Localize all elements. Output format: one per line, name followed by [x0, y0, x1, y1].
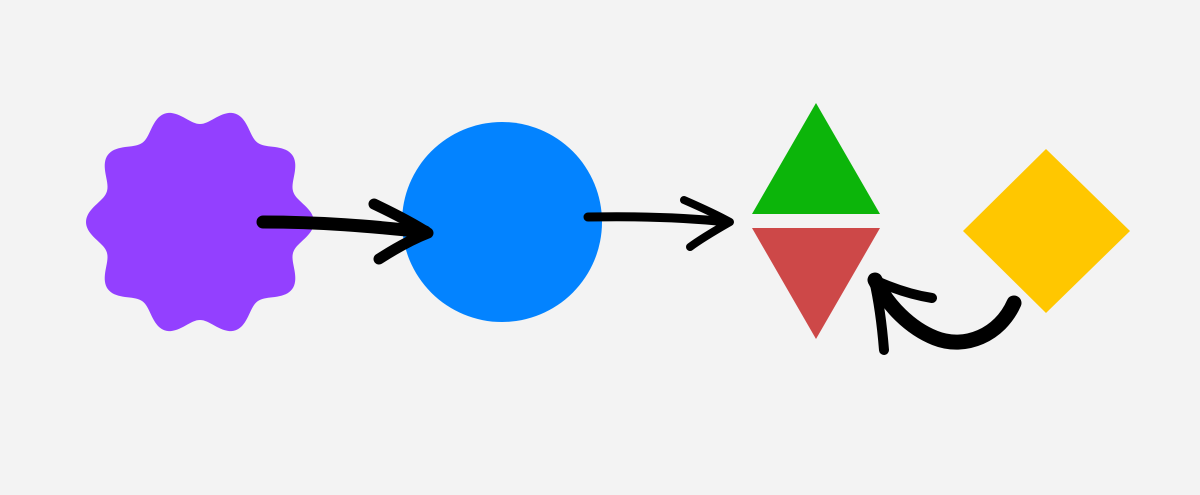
blue-circle — [402, 122, 602, 322]
red-triangle — [752, 228, 880, 339]
arrow-3-head — [869, 275, 937, 355]
arrow-1-shaft — [256, 215, 432, 239]
yellow-diamond — [963, 149, 1130, 313]
arrow-2-head — [680, 196, 734, 251]
green-triangle — [752, 103, 880, 214]
arrow-circle-to-triangles — [583, 196, 734, 251]
arrow-diamond-to-triangles — [867, 272, 1022, 355]
arrow-1-head — [368, 198, 434, 265]
scalloped-shape — [86, 112, 314, 332]
arrow-3-shaft — [867, 272, 1022, 350]
arrow-2-shaft — [583, 212, 733, 227]
arrow-scallop-to-circle — [256, 198, 434, 265]
